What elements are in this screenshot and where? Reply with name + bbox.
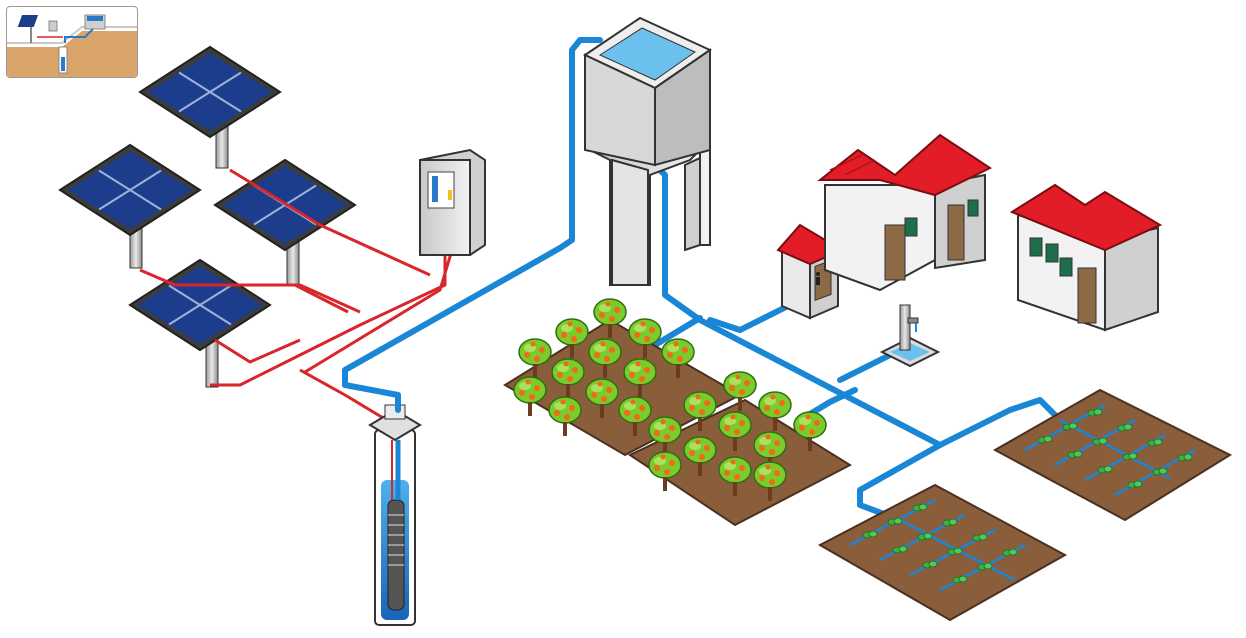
solar-panel [213,158,357,286]
water-pipes [342,37,1063,523]
vegetable-field-drip-irrigation [817,388,1233,622]
public-tap [879,304,941,368]
elevated-water-tower [582,16,713,286]
houses [817,133,1163,332]
house-large [817,133,993,292]
solar-panel [138,45,282,169]
borehole-submersible-pump [368,404,422,626]
solar-panel [58,143,202,269]
solar-panel [128,258,272,388]
pump-controller-cabinet [419,148,486,256]
faucet-icon [907,317,919,332]
house-small [1009,183,1163,332]
toilet-sign-icon [816,272,820,285]
orchard [503,297,853,527]
thumbnail-overview-icon[interactable] [6,6,138,78]
solar-panel-array [58,45,357,388]
